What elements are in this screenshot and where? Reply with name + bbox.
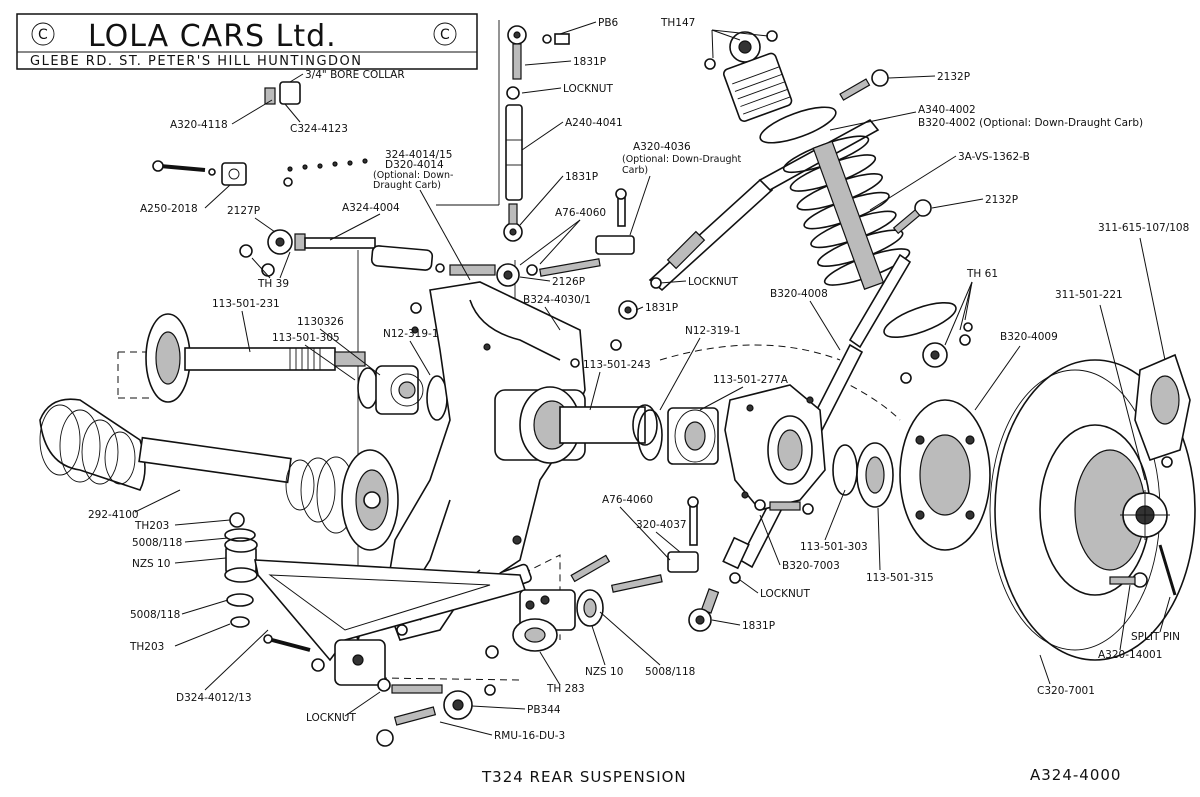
- label-324-4014-line4: Draught Carb): [373, 180, 441, 191]
- label-locknut-bot: LOCKNUT: [306, 712, 356, 724]
- label-292-4100: 292-4100: [88, 509, 139, 521]
- label-1831p-right: 1831P: [645, 302, 678, 314]
- label-b320-4002: B320-4002 (Optional: Down-Draught Carb): [918, 117, 1143, 129]
- label-nzs10-mid: NZS 10: [585, 666, 623, 678]
- label-a320-4118: A320-4118: [170, 119, 228, 131]
- label-311-615-107-108: 311-615-107/108: [1098, 222, 1189, 234]
- company-address: GLEBE RD. ST. PETER'S HILL HUNTINGDON: [30, 54, 363, 69]
- label-a324-4004: A324-4004: [342, 202, 400, 214]
- wheel-hub: [899, 399, 991, 551]
- damper-body-ribs: [732, 66, 791, 115]
- label-320-4037: 320-4037: [636, 519, 687, 531]
- label-113-501-231: 113-501-231: [212, 298, 280, 310]
- coil-spring: [782, 135, 911, 290]
- label-th147: TH147: [660, 17, 695, 29]
- label-2126p: 2126P: [552, 276, 585, 288]
- label-5008-118-right: 5008/118: [645, 666, 695, 678]
- label-5008-118-top: 5008/118: [132, 537, 182, 549]
- label-pb344: PB344: [527, 704, 561, 716]
- drawing-footer: T324 REAR SUSPENSION A324-4000: [481, 766, 1121, 786]
- upper-transverse-link: [239, 188, 635, 287]
- label-a320-4036-line3: Carb): [622, 165, 648, 176]
- label-n12-319-1-right: N12-319-1: [685, 325, 741, 337]
- label-113-501-303: 113-501-303: [800, 541, 868, 553]
- lower-wishbone: [224, 512, 527, 747]
- label-1130326: 1130326: [297, 316, 344, 328]
- label-1831p-bot: 1831P: [742, 620, 775, 632]
- label-5008-118-bot: 5008/118: [130, 609, 180, 621]
- brake-caliper: [1134, 353, 1191, 468]
- label-locknut-right: LOCKNUT: [760, 588, 810, 600]
- cv-boot-ribs-left: [39, 404, 136, 485]
- label-1831p-mid: 1831P: [565, 171, 598, 183]
- label-th203-bot: TH203: [129, 641, 164, 653]
- label-b320-4008: B320-4008: [770, 288, 828, 300]
- label-113-501-305: 113-501-305: [272, 332, 340, 344]
- label-324-4014-line3: (Optional: Down-: [373, 170, 453, 181]
- anti-roll-bar-holes: [287, 158, 368, 172]
- label-a320-4036-line1: A320-4036: [633, 141, 691, 153]
- leader-lines: [134, 21, 1171, 736]
- lola-cars-logo: C C LOLA CARS Ltd. GLEBE RD. ST. PETER'S…: [16, 13, 478, 70]
- label-rmu-16-du-3: RMU-16-DU-3: [494, 730, 565, 742]
- anti-roll-bar: [152, 81, 436, 187]
- label-split-pin: SPLIT PIN: [1131, 631, 1180, 643]
- label-2127p: 2127P: [227, 205, 260, 217]
- label-1831p-top: 1831P: [573, 56, 606, 68]
- drawing-number: A324-4000: [1030, 766, 1121, 784]
- label-n12-319-1-left: N12-319-1: [383, 328, 439, 340]
- label-113-501-315: 113-501-315: [866, 572, 934, 584]
- part-labels: PB6 1831P LOCKNUT A240-4041 1831P 3/4" B…: [88, 17, 1189, 742]
- label-2132p-mid: 2132P: [985, 194, 1018, 206]
- label-th39: TH 39: [257, 278, 289, 290]
- label-c320-7001: C320-7001: [1037, 685, 1095, 697]
- copyright-mark-right: C: [440, 27, 450, 43]
- clamp-block: [221, 162, 247, 186]
- copyright-mark-left: C: [38, 27, 48, 43]
- label-th283: TH 283: [546, 683, 585, 695]
- label-a250-2018: A250-2018: [140, 203, 198, 215]
- label-nzs10-left: NZS 10: [132, 558, 170, 570]
- label-2132p-top: 2132P: [937, 71, 970, 83]
- output-shaft: [145, 313, 448, 421]
- label-th203-top: TH203: [134, 520, 169, 532]
- label-324-4014-line1: 324-4014/15: [385, 149, 452, 161]
- label-3a-vs-1362-b: 3A-VS-1362-B: [958, 151, 1030, 163]
- spacer-113-501-243: [559, 406, 646, 444]
- label-311-501-221: 311-501-221: [1055, 289, 1123, 301]
- label-c324-4123: C324-4123: [290, 123, 348, 135]
- label-a76-4060-top: A76-4060: [555, 207, 606, 219]
- drawing-title: T324 REAR SUSPENSION: [481, 768, 687, 786]
- hub-bearings: [637, 407, 719, 465]
- label-th61: TH 61: [966, 268, 998, 280]
- hub-carrier: [724, 384, 894, 515]
- bracket-a320-4036: [595, 235, 635, 255]
- label-bore-collar: 3/4" BORE COLLAR: [305, 69, 405, 81]
- label-a340-4002: A340-4002: [918, 104, 976, 116]
- label-a320-14001: A320-14001: [1098, 649, 1162, 661]
- top-link-assembly: [503, 25, 570, 242]
- label-b320-7003: B320-7003: [782, 560, 840, 572]
- label-pb6: PB6: [598, 17, 619, 29]
- label-113-501-277a: 113-501-277A: [713, 374, 789, 386]
- label-a320-4036-line2: (Optional: Down-Draught: [622, 154, 742, 165]
- company-name: LOLA CARS Ltd.: [88, 19, 337, 54]
- label-locknut-mid: LOCKNUT: [688, 276, 738, 288]
- label-a240-4041: A240-4041: [565, 117, 623, 129]
- bore-collar: [279, 81, 301, 105]
- label-b324-4030: B324-4030/1: [523, 294, 591, 306]
- label-d324-4012-13: D324-4012/13: [176, 692, 252, 704]
- bearing-1130326: [375, 365, 419, 415]
- label-324-4014-line2: D320-4014: [385, 159, 444, 171]
- lower-inner-pivot: [485, 496, 699, 659]
- coil-over-damper: [704, 30, 973, 384]
- label-a76-4060-bot: A76-4060: [602, 494, 653, 506]
- label-113-501-243: 113-501-243: [583, 359, 651, 371]
- label-locknut-top: LOCKNUT: [563, 83, 613, 95]
- cv-drive-shaft: [39, 398, 399, 551]
- label-b320-4009: B320-4009: [1000, 331, 1058, 343]
